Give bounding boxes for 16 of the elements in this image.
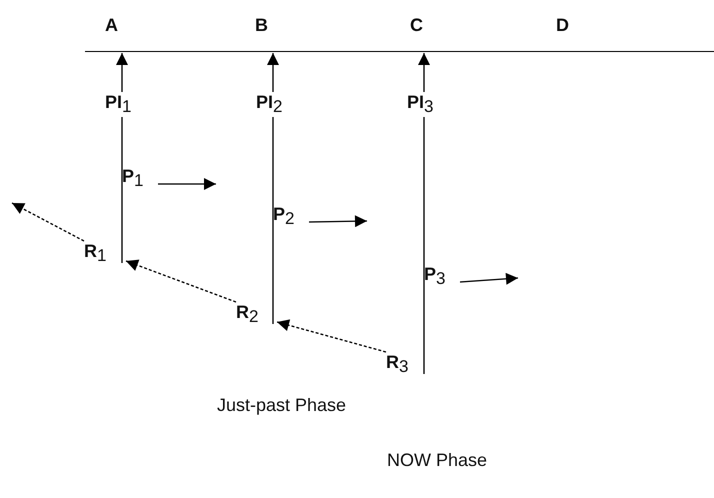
point-label: C xyxy=(410,15,423,35)
arrow xyxy=(158,178,216,190)
arrow xyxy=(308,215,368,228)
point-label: B xyxy=(255,15,268,35)
arrow xyxy=(276,319,386,353)
point-label: A xyxy=(105,15,118,35)
arrow xyxy=(126,260,236,303)
arrow xyxy=(267,53,279,324)
phase-label: Just-past Phase xyxy=(217,394,347,416)
arrow xyxy=(12,202,84,242)
arrow xyxy=(460,272,518,285)
timeline-line xyxy=(85,51,714,54)
arrow xyxy=(418,53,430,374)
phase-label: NOW Phase xyxy=(387,449,488,471)
point-label: D xyxy=(556,15,569,35)
arrow xyxy=(116,53,128,263)
